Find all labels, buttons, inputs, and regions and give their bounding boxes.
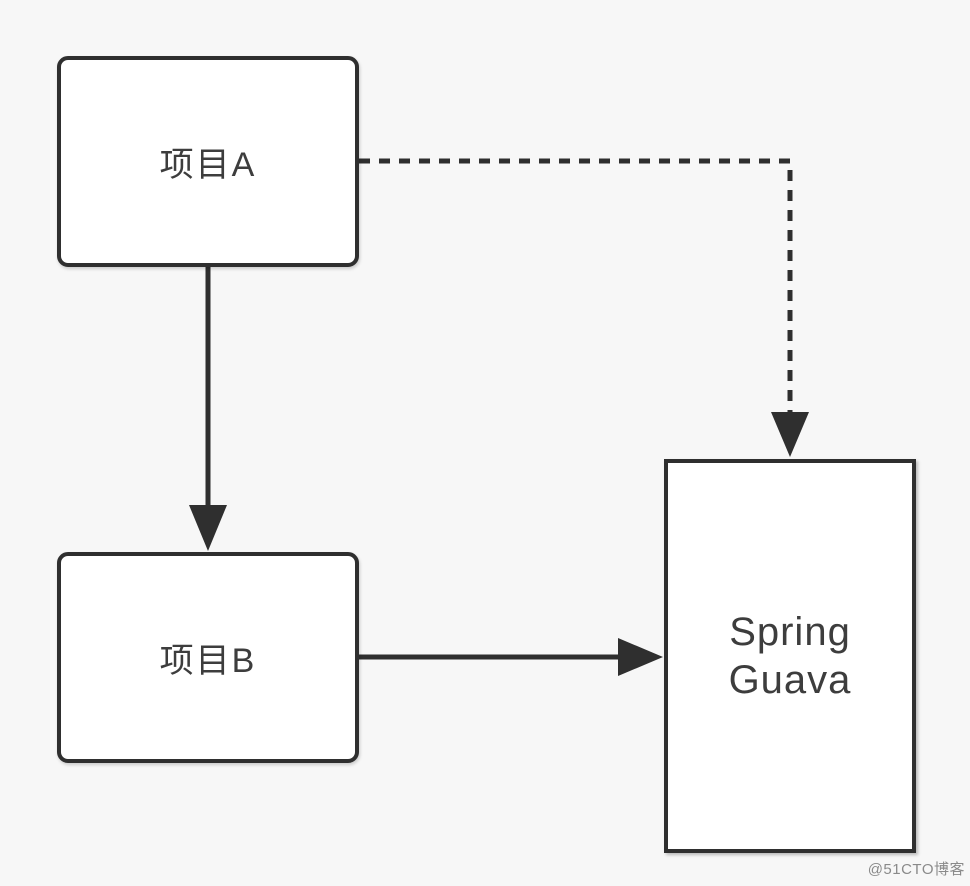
node-project-a-label: 项目A bbox=[159, 146, 257, 184]
arrowhead-right-icon bbox=[618, 638, 663, 676]
edge-project-a-to-spring-guava bbox=[359, 158, 809, 457]
edge-project-b-to-spring-guava bbox=[359, 638, 663, 676]
node-project-a: 项目A bbox=[57, 56, 359, 267]
edge-line-a-to-guava-dashed bbox=[359, 158, 793, 413]
arrowhead-down-icon bbox=[189, 505, 227, 551]
node-project-b: 项目B bbox=[57, 552, 359, 763]
node-project-b-label: 项目B bbox=[159, 642, 257, 680]
edge-project-a-to-project-b bbox=[189, 267, 227, 551]
arrowhead-down-icon bbox=[771, 412, 809, 457]
node-spring-guava-label: Spring Guava bbox=[728, 610, 852, 702]
watermark-51cto: @51CTO博客 bbox=[867, 861, 965, 878]
node-spring-guava: Spring Guava bbox=[664, 459, 916, 853]
